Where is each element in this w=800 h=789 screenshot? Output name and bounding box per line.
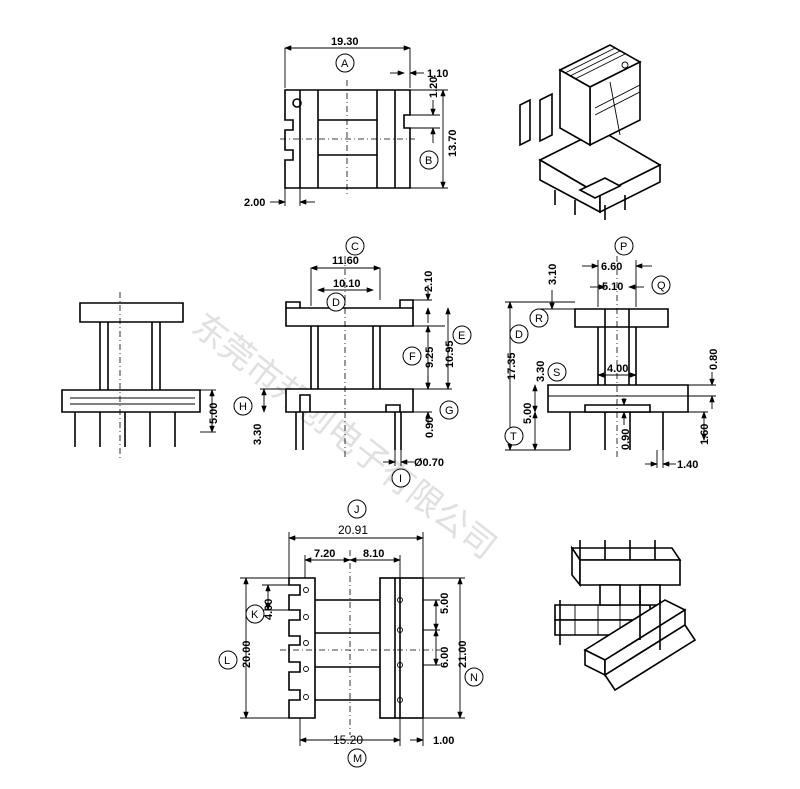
callout-q: Q	[651, 275, 671, 295]
iso-view-top	[519, 44, 662, 220]
callout-r: R	[529, 308, 549, 328]
callout-n: N	[464, 667, 484, 687]
svg-text:D: D	[332, 297, 340, 309]
dim-1-60: 1.60	[699, 424, 711, 445]
svg-text:Q: Q	[657, 280, 666, 292]
svg-text:R: R	[535, 313, 543, 325]
dim-8-10: 8.10	[363, 548, 384, 560]
callout-b: B	[419, 150, 439, 170]
callout-d-side: D	[509, 324, 529, 344]
dim-0-90-side: 0.90	[620, 429, 632, 450]
callout-f: F	[402, 346, 422, 366]
dim-21-00: 21.00	[457, 640, 469, 668]
dim-3-30-side: 3.30	[535, 361, 547, 382]
dim-20-00: 20.00	[241, 640, 253, 668]
callout-h: H	[233, 396, 253, 416]
callout-m: M	[347, 748, 367, 768]
dim-1-20: 1.20	[428, 77, 440, 98]
callout-t: T	[504, 426, 524, 446]
dim-19-30: 19.30	[331, 36, 359, 48]
svg-text:F: F	[409, 351, 416, 363]
svg-text:S: S	[553, 367, 560, 379]
callout-s: S	[547, 362, 567, 382]
dim-3-10: 3.10	[547, 264, 559, 285]
dim-1-40: 1.40	[677, 459, 698, 471]
dim-0-90-front: 0.90	[424, 417, 436, 438]
callout-i: I	[391, 468, 411, 488]
svg-text:T: T	[510, 431, 517, 443]
dim-15-20: 15.20	[333, 733, 363, 747]
dim-4-00-bottom: 4.00	[263, 599, 275, 620]
dim-0-80: 0.80	[708, 349, 720, 370]
front-view: 11.60 10.10 2.10 9.25 10.95 0.90 3.30 Ø0…	[252, 255, 456, 469]
svg-text:D: D	[515, 329, 523, 341]
dim-11-60: 11.60	[332, 255, 359, 267]
callout-c: C	[345, 236, 365, 256]
dim-17-35: 17.35	[506, 352, 518, 380]
top-view: 19.30 1.10 1.20 13.70 2.00	[244, 36, 459, 209]
bottom-view: 20.91 7.20 8.10 4.00 20.00 5.00 6.00 21.…	[240, 523, 469, 747]
callout-d-front: D	[326, 292, 346, 312]
dim-9-25: 9.25	[424, 347, 436, 368]
dim-1-00: 1.00	[433, 735, 454, 747]
dim-pin-diameter: Ø0.70	[414, 457, 444, 469]
left-view: 5.00	[61, 292, 220, 460]
dim-10-10: 10.10	[333, 278, 361, 290]
dim-10-95: 10.95	[444, 340, 456, 368]
dim-left-5-00: 5.00	[208, 403, 220, 424]
callout-j: J	[347, 499, 367, 519]
svg-text:J: J	[354, 504, 360, 516]
svg-text:L: L	[224, 655, 230, 667]
dim-7-20: 7.20	[314, 548, 335, 560]
svg-text:G: G	[445, 405, 454, 417]
svg-text:A: A	[341, 58, 349, 70]
svg-text:I: I	[399, 473, 402, 485]
dim-5-00-bottom: 5.00	[439, 593, 451, 614]
svg-text:C: C	[351, 241, 359, 253]
dim-5-10: 5.10	[602, 281, 623, 293]
dim-6-60: 6.60	[601, 261, 622, 273]
dim-5-00-side: 5.00	[522, 403, 534, 424]
callout-l: L	[218, 650, 238, 670]
svg-text:E: E	[458, 330, 465, 342]
dim-13-70: 13.70	[447, 129, 459, 157]
svg-text:N: N	[470, 672, 478, 684]
dim-2-00: 2.00	[244, 197, 265, 209]
svg-text:H: H	[239, 401, 247, 413]
callout-e: E	[452, 325, 472, 345]
callout-a: A	[335, 53, 355, 73]
dim-1-10: 1.10	[427, 68, 448, 80]
callout-k: K	[245, 604, 265, 624]
iso-view-bottom	[554, 540, 697, 692]
dim-2-10: 2.10	[423, 271, 435, 292]
dim-20-91: 20.91	[338, 523, 368, 537]
dim-3-30-front: 3.30	[252, 424, 264, 445]
side-view: 6.60 5.10 3.10 17.35 3.30 5.00 4.00 0.80…	[505, 256, 720, 471]
callout-g: G	[439, 400, 459, 420]
callout-p: P	[614, 236, 634, 256]
dim-6-00: 6.00	[439, 647, 451, 668]
svg-text:B: B	[425, 155, 432, 167]
svg-text:P: P	[620, 241, 627, 253]
dim-4-00-side: 4.00	[607, 363, 628, 375]
svg-text:M: M	[353, 753, 362, 765]
svg-text:K: K	[251, 609, 259, 621]
